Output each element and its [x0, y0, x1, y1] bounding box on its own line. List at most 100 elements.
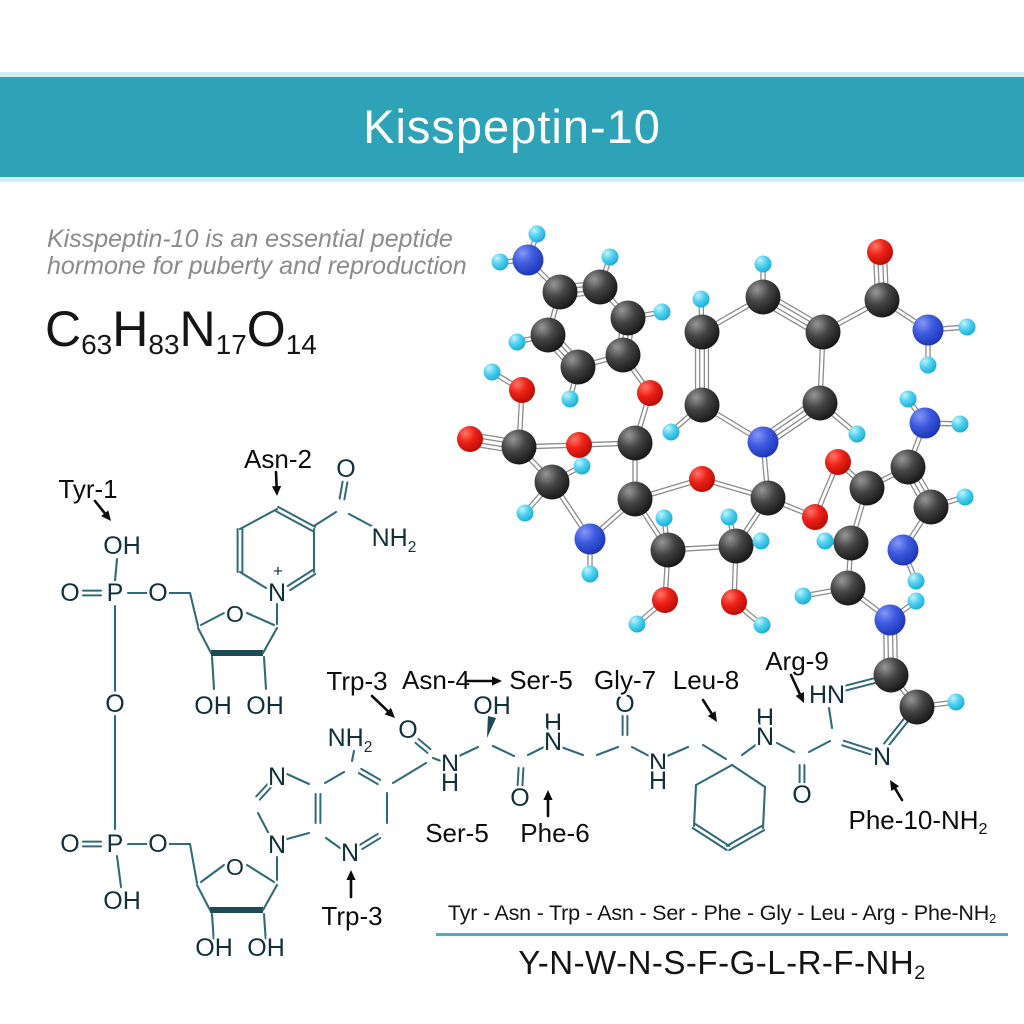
atom-H	[491, 253, 509, 271]
formula-element: N	[179, 301, 216, 357]
atom-label: N	[268, 763, 286, 791]
atom-C	[873, 657, 909, 693]
atom-label: OH	[103, 887, 141, 915]
residue-label: Asn-2	[244, 444, 312, 474]
atom-C	[830, 570, 866, 606]
atom-C	[684, 314, 720, 350]
atom-label: OH	[103, 532, 141, 560]
intro-line-2: hormone for puberty and reproduction	[47, 251, 467, 280]
atom-C	[750, 480, 786, 516]
atom-label: N	[441, 750, 459, 778]
atom-label: O	[336, 455, 355, 483]
atom-C	[530, 317, 566, 353]
formula-element: H	[112, 301, 149, 357]
atom-label: H	[649, 767, 667, 795]
sequence-underline	[436, 933, 1008, 937]
ball-stick-atoms	[457, 225, 976, 725]
atom-O	[457, 426, 483, 452]
atom-H	[848, 425, 866, 443]
atom-label: OH	[195, 934, 233, 962]
atom-C	[864, 282, 900, 318]
atom-label: N	[544, 728, 562, 756]
atom-H	[720, 508, 738, 526]
atom-label: O	[792, 781, 811, 809]
atom-H	[907, 592, 925, 610]
atom-label: O	[148, 579, 167, 607]
atom-H	[753, 616, 771, 634]
atom-H	[483, 363, 501, 381]
atom-label: N	[873, 743, 891, 771]
atom-C	[833, 525, 869, 561]
atom-O	[867, 239, 893, 265]
atom-C	[718, 528, 754, 564]
atom-H	[653, 303, 671, 321]
atom-label: NH2	[372, 524, 417, 556]
sequence-block: Tyr - Asn - Trp - Asn - Ser - Phe - Gly …	[432, 901, 1012, 985]
atom-N	[747, 426, 779, 458]
atom-H	[601, 248, 619, 266]
title-banner: Kisspeptin-10	[0, 72, 1024, 182]
atom-N	[512, 244, 544, 276]
atom-H	[528, 225, 546, 243]
atom-H	[919, 356, 937, 374]
atom-N	[909, 407, 941, 439]
atom-C	[560, 349, 596, 385]
residue-label: Ser-5	[425, 818, 489, 848]
atom-label: OH	[473, 692, 511, 720]
formula-subscript: 17	[215, 328, 247, 360]
atom-label: O	[105, 690, 124, 718]
atom-H	[508, 333, 526, 351]
atom-N	[874, 604, 906, 636]
residue-label: Phe-10-NH2	[848, 805, 987, 838]
atom-C	[534, 464, 570, 500]
atom-label: O	[60, 579, 79, 607]
atom-label: OH	[194, 692, 232, 720]
intro-text: Kisspeptin-10 is an essential peptide ho…	[47, 226, 467, 279]
atom-C	[805, 314, 841, 350]
label-arrow	[271, 485, 282, 496]
atom-C	[617, 425, 653, 461]
atom-label: N	[268, 579, 286, 607]
atom-O	[825, 449, 851, 475]
residue-label: Arg-9	[765, 646, 829, 676]
atom-label: NH2	[328, 724, 373, 756]
atom-H	[516, 504, 534, 522]
atom-O	[637, 380, 663, 406]
atom-O	[652, 587, 678, 613]
label-arrow	[795, 691, 804, 703]
sequence-one-letter: Y-N-W-N-S-F-G-L-R-F-NH2	[518, 944, 926, 985]
atom-label: O	[615, 690, 634, 718]
atom-H	[628, 615, 646, 633]
label-arrow	[707, 711, 717, 722]
atom-H	[754, 255, 772, 273]
atom-C	[610, 300, 646, 336]
atom-C	[582, 269, 618, 305]
formula-element: O	[246, 301, 286, 357]
atom-H	[907, 572, 925, 590]
residue-label: Ser-5	[509, 665, 573, 695]
atom-label: O	[398, 716, 417, 744]
atom-H	[794, 587, 812, 605]
three-letter-subscript: 2	[989, 911, 997, 927]
label-arrow	[346, 870, 356, 880]
residue-label: Trp-3	[321, 901, 382, 931]
atom-label: P	[107, 579, 124, 607]
atom-label: O	[148, 830, 167, 858]
atom-C	[542, 274, 578, 310]
atom-H	[956, 488, 974, 506]
atom-H	[816, 532, 834, 550]
atom-C	[617, 481, 653, 517]
atom-label: OH	[247, 934, 285, 962]
atom-label: N	[341, 839, 359, 867]
atom-H	[752, 532, 770, 550]
atom-C	[745, 279, 781, 315]
atom-H	[899, 390, 917, 408]
label-arrow	[384, 707, 395, 718]
label-arrow	[492, 676, 502, 686]
atom-C	[890, 449, 926, 485]
atom-C	[802, 385, 838, 421]
atom-C	[605, 337, 641, 373]
